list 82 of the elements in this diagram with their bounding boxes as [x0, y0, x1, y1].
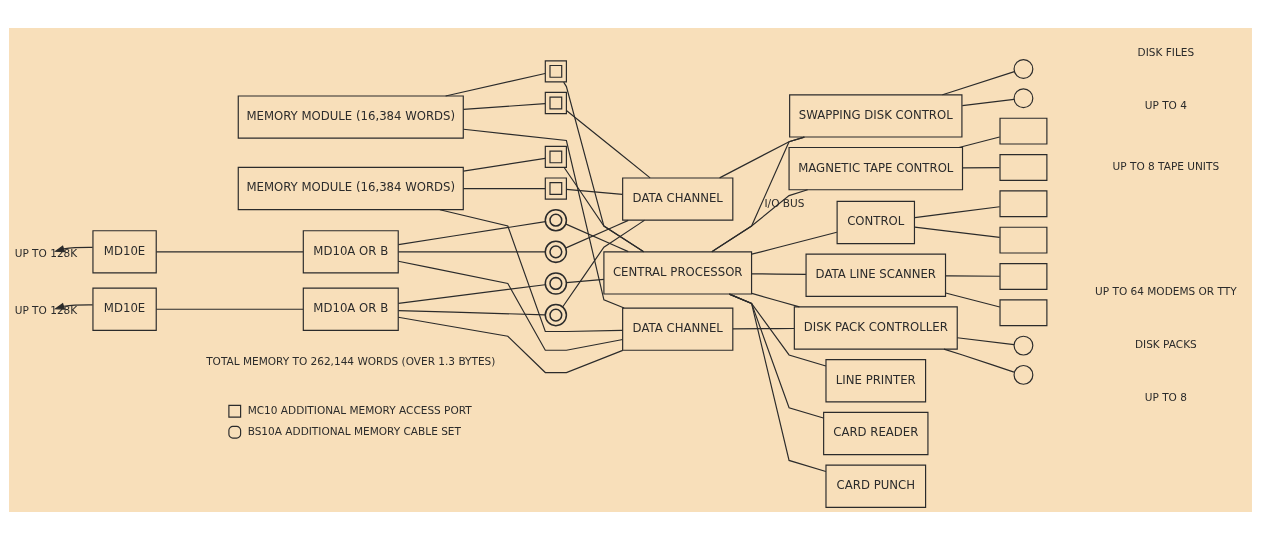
- connector: [155, 251, 304, 253]
- label: DISK FILES: [1137, 46, 1195, 59]
- node-circle: [1013, 88, 1034, 109]
- connector: [565, 278, 605, 284]
- node-box: MD10A OR B: [302, 287, 399, 331]
- connector: [397, 251, 546, 253]
- connector: [565, 109, 651, 179]
- connector: [439, 209, 624, 333]
- connector: [751, 273, 807, 276]
- connector: [956, 337, 1015, 346]
- connector: [719, 136, 805, 179]
- node-box: [999, 190, 1048, 218]
- node-box: MD10A OR B: [302, 230, 399, 274]
- node-box: DATA CHANNEL: [622, 307, 734, 351]
- connector: [962, 167, 1001, 169]
- connector: [463, 128, 625, 309]
- node-box: MD10E: [92, 287, 157, 331]
- node-box: [999, 117, 1048, 145]
- node-square: [544, 60, 567, 83]
- node-box: LINE PRINTER: [825, 359, 927, 403]
- label: UP TO 8 TAPE UNITS: [1112, 160, 1220, 173]
- connector: [914, 226, 1001, 238]
- connector: [397, 260, 624, 351]
- connector: [155, 308, 304, 310]
- node-box: MAGNETIC TAPE CONTROL: [788, 146, 964, 191]
- connector: [945, 292, 1001, 308]
- connector: [462, 103, 546, 110]
- node-square: [544, 177, 567, 200]
- connector: [563, 167, 645, 253]
- node-box: CARD READER: [823, 411, 929, 456]
- connector: [445, 72, 546, 97]
- connector: [562, 219, 646, 308]
- node-square: [544, 145, 567, 169]
- label: UP TO 8: [1144, 390, 1187, 403]
- node-box: [999, 299, 1048, 327]
- connector: [397, 310, 546, 316]
- connector: [728, 293, 827, 473]
- connector: [397, 316, 624, 374]
- node-box: SWAPPING DISK CONTROL: [789, 94, 963, 138]
- node-box: MEMORY MODULE (16,384 WORDS): [237, 166, 464, 211]
- connector: [943, 348, 1015, 373]
- label: DISK PACKS: [1134, 338, 1197, 351]
- node-ring: [544, 208, 568, 232]
- connector: [711, 189, 809, 253]
- node-square: [544, 91, 567, 115]
- label: UP TO 4: [1144, 99, 1187, 112]
- connector: [563, 81, 645, 253]
- node-box: MD10E: [92, 230, 157, 274]
- node-box: DATA LINE SCANNER: [805, 253, 947, 297]
- connector: [914, 206, 1001, 219]
- node-circle: [1013, 364, 1034, 385]
- node-box: MEMORY MODULE (16,384 WORDS): [237, 95, 464, 139]
- node-box: CONTROL: [836, 200, 916, 245]
- connector: [397, 221, 546, 246]
- label: UP TO 64 MODEMS OR TTY: [1095, 285, 1237, 298]
- connector: [462, 157, 546, 172]
- node-ring: [544, 240, 568, 264]
- connector: [397, 284, 546, 304]
- connector: [732, 327, 795, 330]
- legend-label: MC10 ADDITIONAL MEMORY ACCESS PORT: [247, 403, 472, 416]
- node-box: CENTRAL PROCESSOR: [603, 251, 753, 295]
- node-box: DATA CHANNEL: [622, 177, 734, 221]
- connector: [961, 98, 1015, 107]
- connector: [945, 275, 1001, 277]
- connector: [751, 292, 800, 308]
- node-box: DISK PACK CONTROLLER: [793, 306, 958, 350]
- connector: [958, 136, 1001, 149]
- node-ring: [544, 303, 568, 327]
- node-circle: [1013, 59, 1034, 79]
- node-box: [999, 262, 1048, 290]
- node-ring: [544, 272, 568, 295]
- legend-label: BS10A ADDITIONAL MEMORY CABLE SET: [247, 424, 461, 437]
- connector: [462, 187, 546, 190]
- connector: [751, 231, 838, 255]
- node-circle: [1013, 335, 1034, 356]
- edge-label: I/O BUS: [764, 196, 805, 209]
- connector: [565, 188, 623, 195]
- connector: [941, 71, 1015, 96]
- node-box: [999, 154, 1048, 181]
- label: TOTAL MEMORY TO 262,144 WORDS (OVER 1.3 BYTES): [206, 354, 496, 367]
- node-box: [999, 226, 1048, 254]
- node-box: CARD PUNCH: [825, 464, 927, 508]
